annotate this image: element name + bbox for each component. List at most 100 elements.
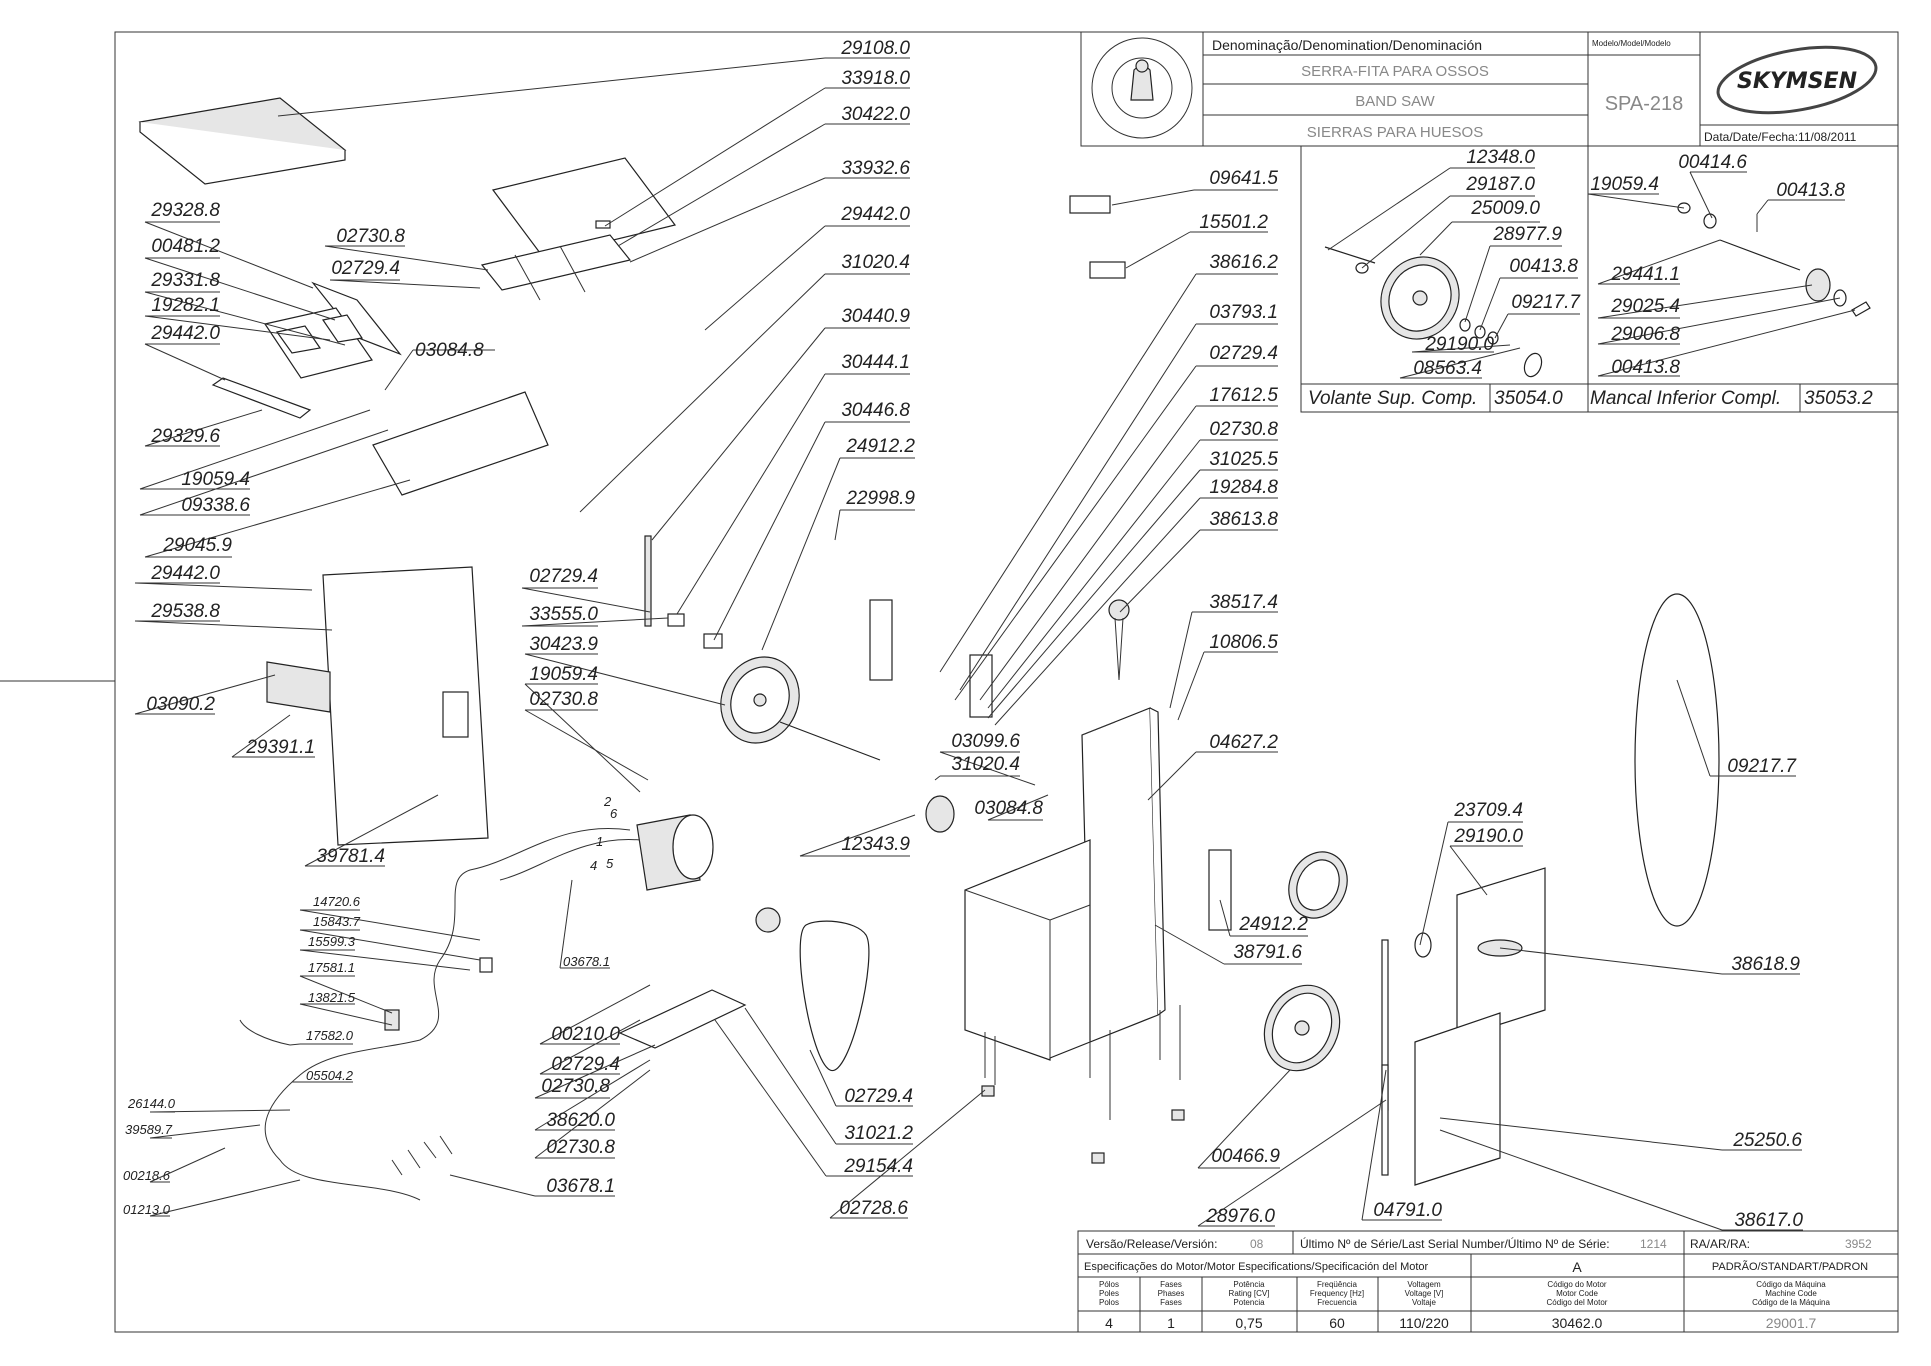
part-number-label: 29045.9 <box>162 535 232 556</box>
motor-column-header: Rating [CV] <box>1229 1289 1270 1298</box>
leader-line <box>713 421 826 641</box>
ra-value: 3952 <box>1845 1237 1872 1251</box>
part-number-label: 01213.0 <box>123 1202 171 1217</box>
part-number-label: 00218.6 <box>123 1168 171 1183</box>
leader-line <box>299 949 471 971</box>
motor-column-header: Voltaje <box>1412 1298 1437 1307</box>
part-number-label: 31020.4 <box>841 252 910 273</box>
part-number-label: 13821.5 <box>308 990 356 1005</box>
part-number-label: 19282.1 <box>151 295 220 316</box>
part-number-label: 03678.1 <box>563 954 610 969</box>
part-number-label: 25009.0 <box>1470 198 1540 219</box>
authorized-service-seal <box>1091 37 1193 139</box>
wire-number: 5 <box>606 856 614 871</box>
part-number-label: 03090.2 <box>146 694 215 715</box>
leader-line <box>149 1124 261 1139</box>
part-number-label: 29190.0 <box>1424 334 1494 355</box>
leader-line <box>449 1174 536 1197</box>
part-number-label: 03793.1 <box>1209 302 1278 323</box>
drawing-date: Data/Date/Fecha:11/08/2011 <box>1704 130 1857 144</box>
part-number-label: 09217.7 <box>1511 292 1581 313</box>
drawing-frame <box>114 31 1899 1333</box>
leader-line <box>829 1089 986 1219</box>
version-value: 08 <box>1250 1237 1264 1251</box>
part-number-label: 29331.8 <box>150 270 220 291</box>
leader-line <box>1361 195 1451 269</box>
motor-spec-value: 4 <box>1105 1315 1113 1331</box>
leader-line <box>539 984 651 1045</box>
part-number-label: 05504.2 <box>306 1068 354 1083</box>
part-number-label: 02729.4 <box>844 1086 913 1107</box>
motor-column-header: Machine Code <box>1765 1289 1817 1298</box>
leader-line <box>144 409 263 447</box>
leader-line <box>144 343 226 381</box>
part-number-label: 38791.6 <box>1233 942 1302 963</box>
part-number-label: 17582.0 <box>306 1028 354 1043</box>
leader-line <box>744 1007 837 1145</box>
leader-line <box>149 1109 291 1113</box>
leader-line <box>1597 284 1813 319</box>
leader-line <box>1499 947 1723 975</box>
model-header: Modelo/Model/Modelo <box>1592 39 1671 48</box>
part-number-label: 24912.2 <box>1238 914 1308 935</box>
motor-column-header: Código de la Máquina <box>1752 1298 1830 1307</box>
leader-line <box>954 365 1197 701</box>
leader-line <box>559 879 573 969</box>
part-number-label: 00413.8 <box>1509 256 1578 277</box>
motor-spec-value: 0,75 <box>1235 1315 1262 1331</box>
part-number-label: 03678.1 <box>546 1176 615 1197</box>
leader-line <box>809 1049 837 1107</box>
part-number-label: 04627.2 <box>1209 732 1278 753</box>
leader-line <box>289 1043 301 1046</box>
part-number-label: 00466.9 <box>1211 1146 1280 1167</box>
leader-line <box>299 929 481 961</box>
part-number-label: 29190.0 <box>1453 826 1523 847</box>
part-number-label: 09641.5 <box>1209 168 1278 189</box>
leader-line <box>1449 845 1488 896</box>
part-number-label: 00413.8 <box>1776 180 1845 201</box>
part-number-label: 17581.1 <box>308 960 355 975</box>
leader-line <box>761 457 841 651</box>
motor-spec-header: Especificações do Motor/Motor Especifica… <box>1084 1261 1429 1273</box>
leader-line <box>299 975 393 1014</box>
leader-line <box>629 177 826 263</box>
denomination-header: Denominação/Denomination/Denominación <box>1212 37 1482 53</box>
lower-bearing-inset: Mancal Inferior Compl. 35053.2 <box>1587 145 1899 413</box>
leader-line <box>1419 221 1453 256</box>
leader-line <box>604 87 826 227</box>
leader-line <box>134 674 276 715</box>
part-number-label: 38617.0 <box>1734 1210 1803 1231</box>
leader-line <box>1169 611 1193 709</box>
leader-line <box>1756 199 1769 215</box>
part-number-label: 19059.4 <box>181 469 250 490</box>
leader-line <box>534 1069 651 1159</box>
part-number-label: 24912.2 <box>845 436 915 457</box>
wire-number: 4 <box>590 858 597 873</box>
leader-line <box>1597 297 1841 345</box>
leader-line <box>1411 344 1511 353</box>
part-number-label: 39781.4 <box>316 846 385 867</box>
leader-line <box>384 349 414 391</box>
motor-column-header: Pólos <box>1099 1280 1119 1289</box>
part-number-label: 29329.6 <box>150 426 220 447</box>
part-number-label: 28976.0 <box>1205 1206 1275 1227</box>
part-number-label: 19059.4 <box>529 664 598 685</box>
part-number-label: 29154.4 <box>843 1156 913 1177</box>
part-number-label: 39589.7 <box>125 1122 173 1137</box>
motor-column-header: Freqüência <box>1317 1280 1358 1289</box>
lower-bearing-code: 35053.2 <box>1804 388 1873 409</box>
part-number-label: 30422.0 <box>841 104 910 125</box>
title-block: Denominação/Denomination/Denominación Mo… <box>1080 31 1899 147</box>
leader-line <box>299 1003 393 1026</box>
ra-label: RA/AR/RA: <box>1690 1237 1750 1251</box>
leader-line <box>939 751 1036 786</box>
motor-spec-value: 29001.7 <box>1766 1315 1817 1331</box>
part-number-label: 02730.8 <box>541 1076 610 1097</box>
lower-bearing-name: Mancal Inferior Compl. <box>1590 388 1781 409</box>
part-number-label: 02729.4 <box>529 566 598 587</box>
part-number-label: 03084.8 <box>415 340 484 361</box>
motor-column-header: Voltage [V] <box>1405 1289 1444 1298</box>
part-number-label: 29442.0 <box>150 323 220 344</box>
